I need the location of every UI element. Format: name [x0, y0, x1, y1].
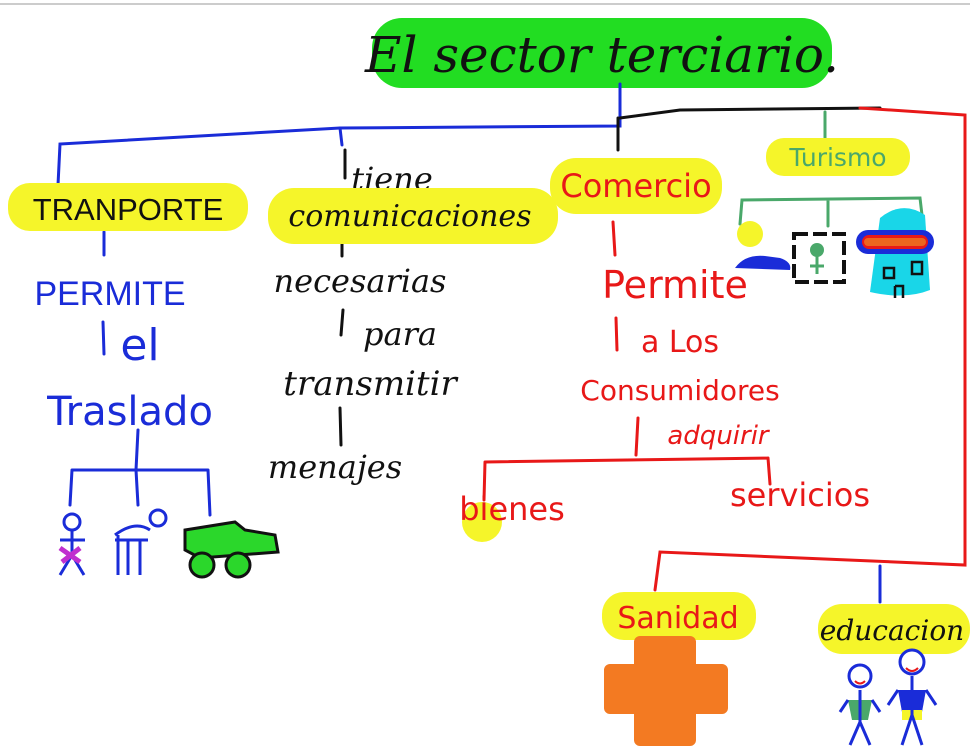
comunicaciones-line-2: para: [363, 315, 437, 353]
line-consumidores-leaves: [482, 416, 772, 502]
comercio-line-3: Consumidores: [580, 374, 779, 407]
line-traslado-icons: [68, 428, 212, 517]
connectors: [56, 82, 967, 604]
line-right-red: [653, 106, 967, 592]
truck-icon: [183, 520, 280, 579]
comercio-label: Comercio: [560, 167, 711, 205]
line-to-comunicaciones: [338, 126, 344, 147]
educacion-highlight: [818, 604, 970, 654]
transporte-label: TRANPORTE: [33, 192, 224, 227]
car-icon: [735, 255, 791, 270]
branch-transporte: TRANPORTE PERMITE el Traslado: [8, 183, 280, 579]
transporte-line-3: Traslado: [46, 389, 213, 435]
comunicaciones-line-4: menajes: [268, 448, 402, 486]
line-title-transporte: [56, 82, 622, 187]
comercio-line-1: Permite: [602, 263, 748, 307]
children-icon: [838, 648, 938, 746]
title-text: El sector terciario.: [364, 26, 839, 84]
turismo-label: Turismo: [788, 143, 886, 172]
painting-icon: [792, 232, 846, 284]
branch-turismo: Turismo: [735, 138, 934, 298]
comercio-line-2: a Los: [641, 325, 719, 360]
horse-rider-icon: [114, 508, 168, 575]
bienes-highlight: [462, 502, 502, 542]
leaf-bienes: bienes: [459, 490, 565, 528]
educacion-label: educacion: [820, 614, 964, 647]
comunicaciones-label: comunicaciones: [288, 199, 531, 234]
comercio-highlight: [550, 158, 722, 214]
comercio-line-4: adquirir: [667, 421, 771, 451]
branch-comunicaciones: tiene comunicaciones necesarias para tra…: [268, 160, 558, 486]
transporte-highlight: [8, 183, 248, 231]
person-icon: [58, 512, 86, 576]
line-title-right: [618, 106, 882, 120]
medical-cross-icon: [604, 636, 728, 746]
lamp-icon: [737, 221, 763, 247]
sanidad-highlight: [602, 592, 756, 640]
sanidad-label: Sanidad: [617, 601, 738, 636]
transporte-line-1: PERMITE: [34, 275, 185, 313]
title-node: El sector terciario.: [364, 18, 839, 88]
transporte-line-2: el: [120, 320, 159, 371]
branch-educacion: educacion: [818, 604, 970, 746]
house-icon: [856, 208, 934, 298]
branch-sanidad: Sanidad: [602, 592, 756, 746]
turismo-highlight: [766, 138, 910, 176]
comunicaciones-line-3: transmitir: [283, 364, 458, 404]
comunicaciones-line-1: necesarias: [274, 262, 447, 300]
leaf-servicios: servicios: [730, 476, 870, 514]
branch-comercio: Comercio Permite a Los Consumidores adqu…: [459, 158, 870, 542]
comunicaciones-highlight: [268, 188, 558, 244]
